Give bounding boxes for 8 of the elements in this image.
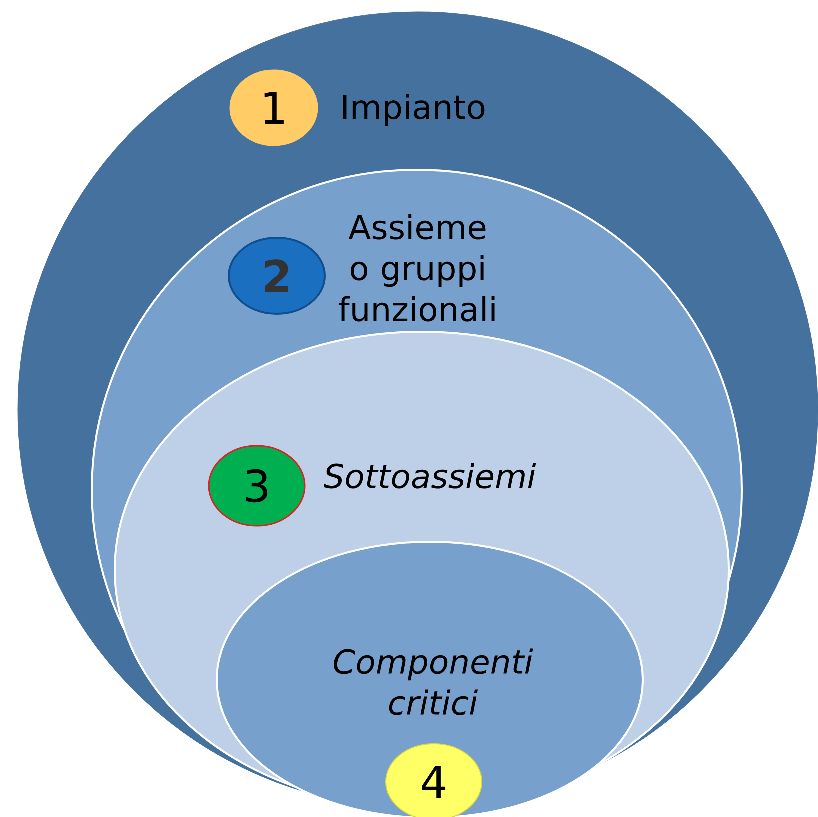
band-label: Componenti critici	[334, 648, 534, 716]
badge-number: 2	[265, 260, 288, 292]
band-label: Assieme o gruppi funzionali	[338, 214, 495, 322]
badge-number: 1	[264, 92, 284, 124]
band-label: Sottoassiemi	[324, 463, 536, 489]
band-label: Impianto	[343, 94, 485, 126]
badge-number: 4	[422, 766, 446, 798]
badge-number: 3	[246, 469, 268, 503]
